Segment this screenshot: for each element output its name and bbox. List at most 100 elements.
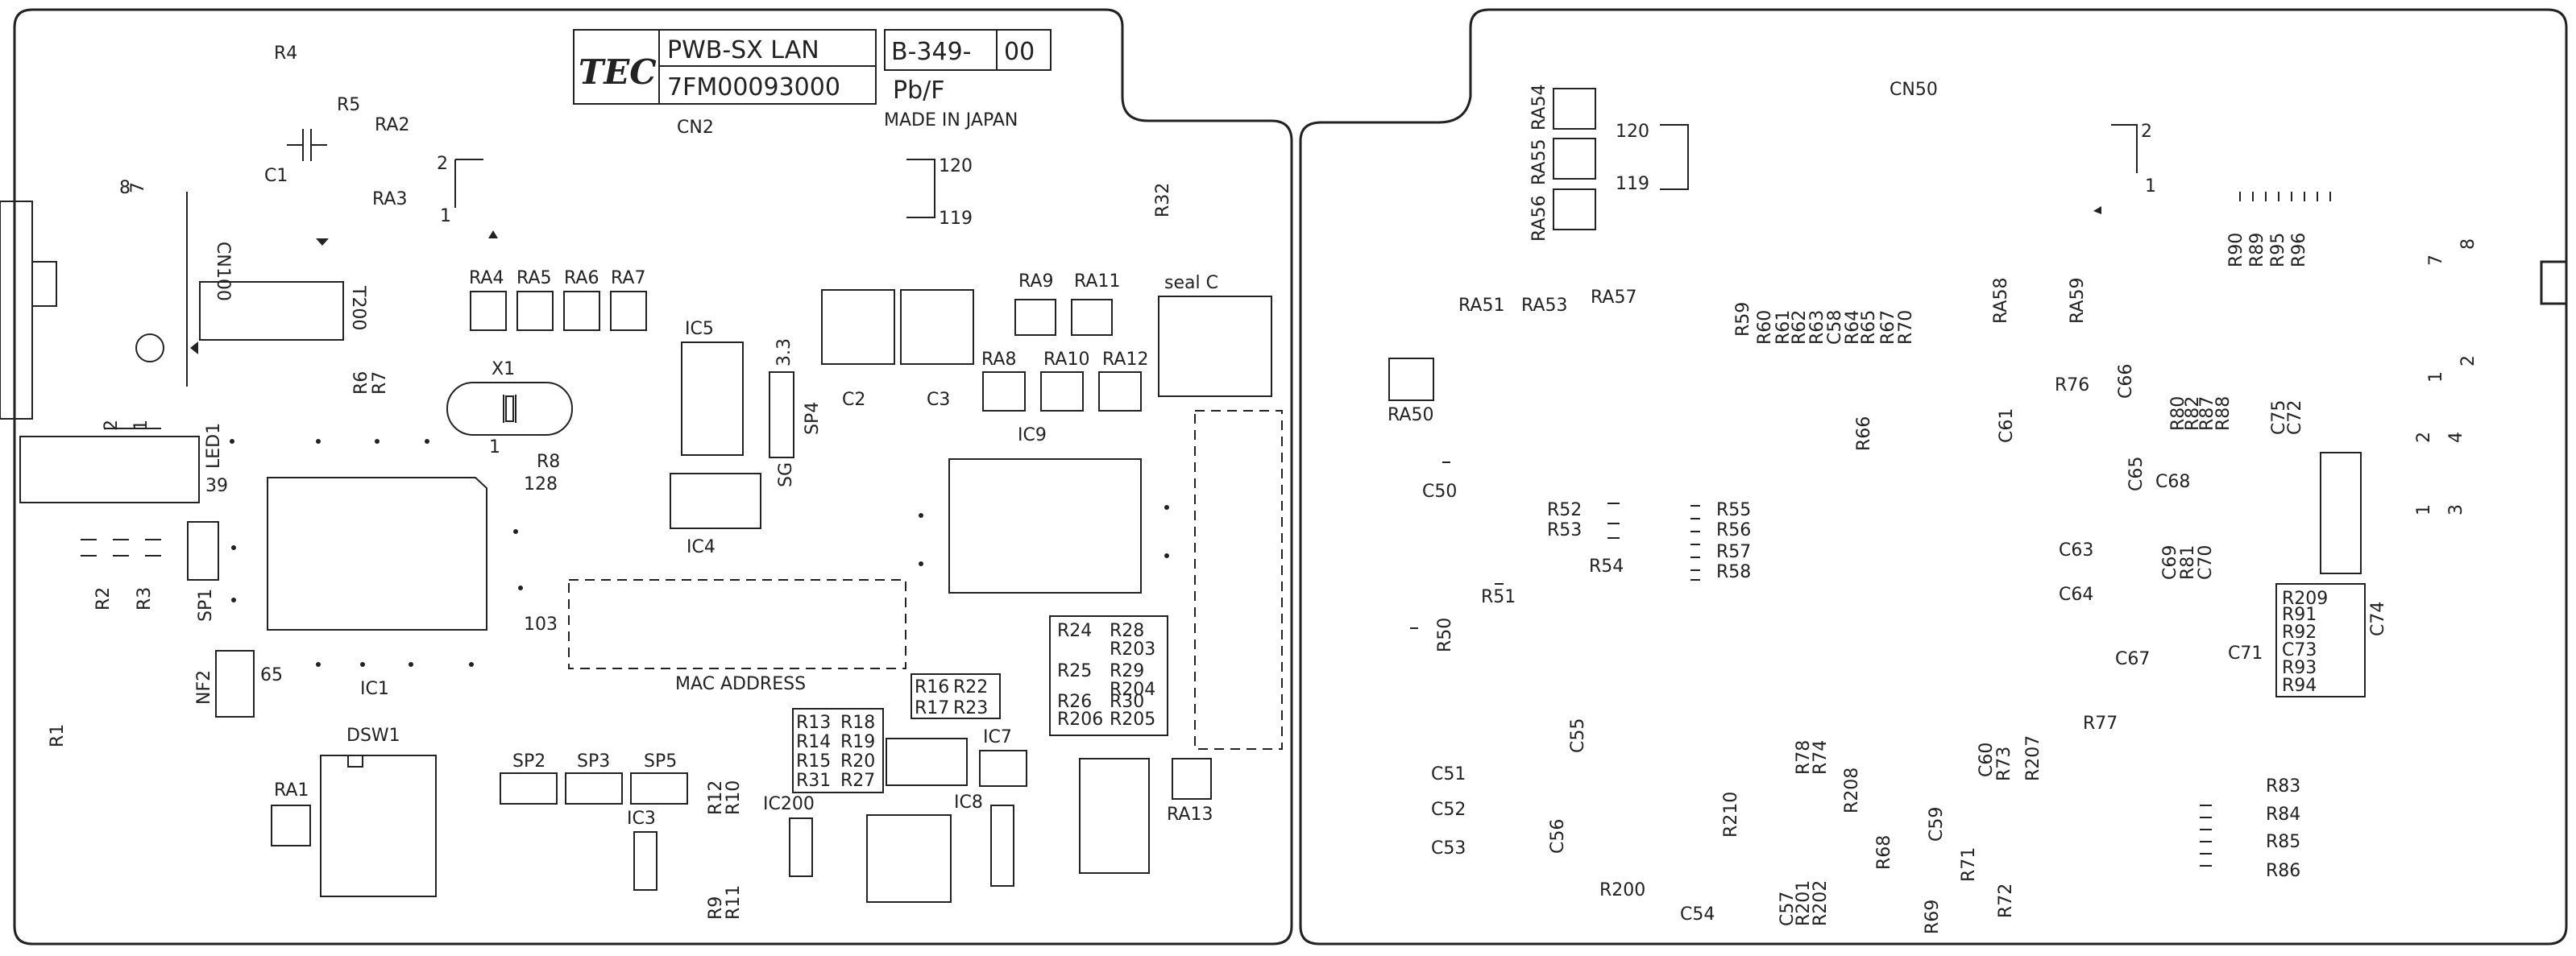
right-label-r77-62: R77 xyxy=(2083,714,2118,734)
right-label-r207-74: R207 xyxy=(2023,735,2043,781)
right-label-c54-84: C54 xyxy=(1680,904,1715,925)
left-label-39: 39 xyxy=(205,476,228,496)
right-label-r63-17: R63 xyxy=(1807,310,1827,345)
right-label-r65-20: R65 xyxy=(1859,310,1879,345)
left-label-ra8: RA8 xyxy=(981,350,1016,370)
group-label-r22: R22 xyxy=(953,677,988,697)
left-label-mac-address: MAC ADDRESS xyxy=(675,674,806,694)
group-label-r14: R14 xyxy=(796,732,831,752)
left-label-ra5: RA5 xyxy=(516,268,551,288)
pin-number-0: 2 xyxy=(2141,122,2152,142)
left-label-sp2: SP2 xyxy=(512,751,545,772)
group-label-r204: R204 xyxy=(1110,680,1155,700)
pin-number-2: 7 xyxy=(2426,255,2446,266)
right-component-outlines xyxy=(1388,88,2366,697)
left-label-128: 128 xyxy=(524,474,558,495)
right-label-c75-34: C75 xyxy=(2269,400,2289,435)
right-label-r96-9: R96 xyxy=(2289,233,2309,267)
left-label-r2: R2 xyxy=(93,587,114,610)
left-label-led1: LED1 xyxy=(204,423,224,469)
left-label-ra6: RA6 xyxy=(564,268,599,288)
right-label-c68-38: C68 xyxy=(2155,472,2190,492)
right-label-r91-53: R91 xyxy=(2282,605,2317,625)
left-label-r7: R7 xyxy=(370,371,390,395)
pin-number-6: 2 xyxy=(2414,432,2434,443)
right-label-c73-55: C73 xyxy=(2282,640,2317,660)
group-label-r29: R29 xyxy=(1110,661,1144,681)
group-label-r31: R31 xyxy=(796,771,831,791)
left-label-ic5: IC5 xyxy=(685,319,714,339)
left-label-x1: X1 xyxy=(492,359,515,379)
group-label-r15: R15 xyxy=(796,751,831,772)
board-outline-right xyxy=(1299,8,2568,946)
right-label-ra56-3: RA56 xyxy=(1529,196,1549,242)
right-label-r209-52: R209 xyxy=(2282,589,2328,609)
group-label-r203: R203 xyxy=(1110,639,1155,660)
right-label-r95-8: R95 xyxy=(2268,233,2288,267)
right-label-c56-67: C56 xyxy=(1548,819,1568,854)
x1-pin-1: 1 xyxy=(489,437,500,457)
right-label-ra51-10: RA51 xyxy=(1458,296,1504,316)
right-label-r54-45: R54 xyxy=(1589,557,1624,577)
right-label-c51-64: C51 xyxy=(1431,764,1466,784)
right-label-c72-35: C72 xyxy=(2285,400,2305,435)
right-label-c64-51: C64 xyxy=(2059,585,2093,605)
left-label-ic1: IC1 xyxy=(360,679,389,699)
right-label-r83-85: R83 xyxy=(2266,776,2300,797)
left-label-ra13: RA13 xyxy=(1167,805,1213,825)
right-label-r59-13: R59 xyxy=(1733,302,1753,337)
right-label-r72-78: R72 xyxy=(1996,884,2016,918)
part-number: 7FM00093000 xyxy=(667,73,840,101)
led1-pin-1: 1 xyxy=(131,420,151,431)
left-label-3-3: 3.3 xyxy=(774,338,794,366)
right-label-r201-81: R201 xyxy=(1794,880,1814,926)
left-label-ra3: RA3 xyxy=(372,189,407,209)
left-label-ic8: IC8 xyxy=(954,793,983,813)
left-label-nf2: NF2 xyxy=(194,670,214,705)
right-label-r61-15: R61 xyxy=(1773,310,1794,345)
left-label-ic4: IC4 xyxy=(687,537,716,557)
left-label-r1: R1 xyxy=(48,724,68,747)
right-label-r90-6: R90 xyxy=(2226,233,2246,267)
cn2-pin-2: 2 xyxy=(437,154,448,174)
title-block xyxy=(573,29,1052,105)
origin-mark: MADE IN JAPAN xyxy=(884,110,1018,130)
left-label-ra9: RA9 xyxy=(1018,271,1053,292)
right-label-r94-57: R94 xyxy=(2282,676,2317,696)
document-number: B-349- xyxy=(891,38,972,66)
left-label-cn2: CN2 xyxy=(677,118,714,138)
group-label-r18: R18 xyxy=(840,713,875,733)
right-label-r53-40: R53 xyxy=(1547,520,1582,540)
dashed-outlines xyxy=(568,410,1283,750)
right-label-c57-80: C57 xyxy=(1777,892,1798,926)
right-label-r81-48: R81 xyxy=(2178,545,2198,580)
board-outline-left xyxy=(13,8,1293,946)
left-label-r5: R5 xyxy=(337,95,360,115)
right-label-c63-46: C63 xyxy=(2059,540,2093,561)
right-label-r74-70: R74 xyxy=(1811,740,1831,775)
right-label-c55-63: C55 xyxy=(1568,718,1588,753)
right-label-c58-18: C58 xyxy=(1825,310,1845,345)
right-label-c67-61: C67 xyxy=(2115,649,2150,669)
right-label-cn50-0: CN50 xyxy=(1889,80,1938,100)
left-label-sp4: SP4 xyxy=(803,402,823,435)
pin-number-7: 4 xyxy=(2446,432,2466,443)
left-label-sp5: SP5 xyxy=(644,751,677,772)
left-label-r4: R4 xyxy=(274,43,297,64)
left-label-ra7: RA7 xyxy=(611,268,645,288)
group-label-r23: R23 xyxy=(953,698,988,718)
right-label-r73-73: R73 xyxy=(1994,747,2014,781)
brand-logo-text: TEC xyxy=(579,52,657,92)
pin-number-9: 3 xyxy=(2446,504,2466,515)
right-label-c61-29: C61 xyxy=(1997,408,2017,443)
right-label-c69-47: C69 xyxy=(2160,545,2180,580)
right-label-ra54-1: RA54 xyxy=(1529,85,1549,130)
right-label-r51-50: R51 xyxy=(1481,587,1516,607)
right-label-r89-7: R89 xyxy=(2247,233,2267,267)
left-label-119: 119 xyxy=(939,209,973,229)
right-label-r87-32: R87 xyxy=(2197,396,2217,431)
right-label-r57-43: R57 xyxy=(1716,542,1751,562)
group-label-r205: R205 xyxy=(1110,710,1155,730)
left-label-ic3: IC3 xyxy=(627,809,656,829)
